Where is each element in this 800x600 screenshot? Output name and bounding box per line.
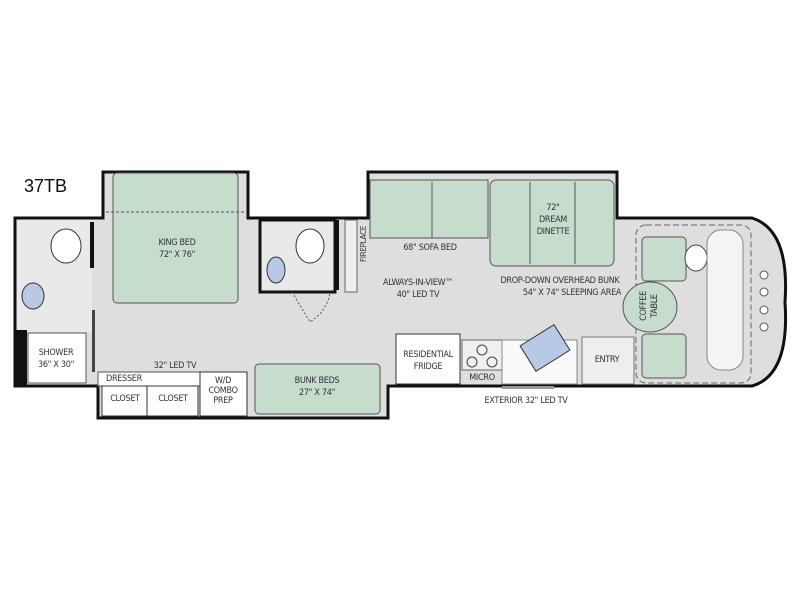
steering-wheel-icon bbox=[684, 244, 708, 272]
fridge-text: RESIDENTIAL bbox=[403, 350, 453, 360]
wall bbox=[90, 222, 94, 268]
rear-wall-block bbox=[15, 330, 27, 386]
king-bed-label: KING BED 72" X 76" bbox=[158, 237, 195, 261]
headlight bbox=[759, 322, 769, 332]
dream-dinette bbox=[489, 179, 615, 267]
dashboard bbox=[706, 229, 744, 371]
door-swing bbox=[291, 291, 331, 323]
wd-text: PREP bbox=[213, 396, 233, 406]
dinette-text: 72" bbox=[546, 203, 560, 213]
fridge-text: FRIDGE bbox=[413, 362, 443, 372]
wall bbox=[92, 310, 95, 372]
wall bbox=[334, 220, 339, 290]
wd-combo-prep bbox=[199, 371, 248, 417]
dinette-label: 72" DREAM DINETTE bbox=[537, 202, 570, 238]
toilet-icon bbox=[295, 228, 325, 264]
entry-label: ENTRY bbox=[594, 355, 620, 365]
dinette-text: DINETTE bbox=[536, 227, 570, 237]
bunk-beds bbox=[254, 363, 381, 415]
coffee-table bbox=[622, 281, 678, 333]
micro-label: MICRO bbox=[469, 373, 495, 383]
fridge-label: RESIDENTIAL FRIDGE bbox=[403, 349, 453, 373]
shower-size: 36" X 30" bbox=[37, 360, 75, 370]
headlight bbox=[759, 287, 769, 297]
king-bed bbox=[112, 172, 239, 304]
coffee-text: TABLE bbox=[650, 294, 660, 318]
dinette-text: DREAM bbox=[538, 215, 568, 225]
tv-text: 40" LED TV bbox=[396, 290, 440, 300]
closet-label: CLOSET bbox=[110, 394, 140, 404]
toilet-icon bbox=[50, 228, 82, 264]
shower-text: SHOWER bbox=[38, 348, 74, 358]
model-name: 37TB bbox=[24, 176, 68, 196]
closet bbox=[146, 385, 199, 417]
sink-icon bbox=[21, 282, 45, 310]
headlight bbox=[759, 270, 769, 280]
residential-fridge bbox=[395, 333, 461, 385]
wd-text: COMBO bbox=[208, 386, 238, 396]
passenger-seat bbox=[641, 333, 687, 379]
sofa-bed bbox=[369, 179, 489, 239]
overhead-bunk-label: DROP-DOWN OVERHEAD BUNK bbox=[500, 276, 620, 286]
bunk-beds-label: BUNK BEDS 27" X 74" bbox=[295, 375, 340, 399]
sofa-bed-label: 68" SOFA BED bbox=[403, 243, 457, 253]
tv-text: ALWAYS-IN-VIEW™ bbox=[382, 278, 454, 288]
bunk-beds-text: BUNK BEDS bbox=[294, 376, 340, 386]
exterior-tv-icon bbox=[502, 386, 554, 389]
exterior-tv-label: EXTERIOR 32" LED TV bbox=[484, 396, 568, 406]
closet-label: CLOSET bbox=[158, 394, 188, 404]
driver-seat bbox=[641, 236, 687, 282]
bunk-beds-size: 27" X 74" bbox=[298, 388, 336, 398]
kitchen-sink bbox=[519, 323, 571, 373]
wd-text: W/D bbox=[214, 376, 232, 386]
fireplace bbox=[344, 219, 358, 293]
coffee-text: COFFEE bbox=[639, 291, 649, 321]
dresser-label: DRESSER bbox=[106, 374, 142, 384]
shower-label: SHOWER 36" X 30" bbox=[38, 347, 74, 371]
headlight bbox=[759, 305, 769, 315]
fireplace-label: FIREPLACE bbox=[359, 226, 368, 262]
king-bed-text: KING BED bbox=[158, 238, 196, 248]
sleeping-area-label: 54" X 74" SLEEPING AREA bbox=[522, 288, 622, 298]
entry-steps bbox=[581, 336, 635, 385]
king-bed-size: 72" X 76" bbox=[158, 250, 196, 260]
shower-stall bbox=[27, 332, 87, 384]
bedroom-tv-label: 32" LED TV bbox=[153, 361, 197, 371]
sink-icon bbox=[266, 256, 286, 284]
living-tv-label: ALWAYS-IN-VIEW™ 40" LED TV bbox=[383, 277, 453, 301]
